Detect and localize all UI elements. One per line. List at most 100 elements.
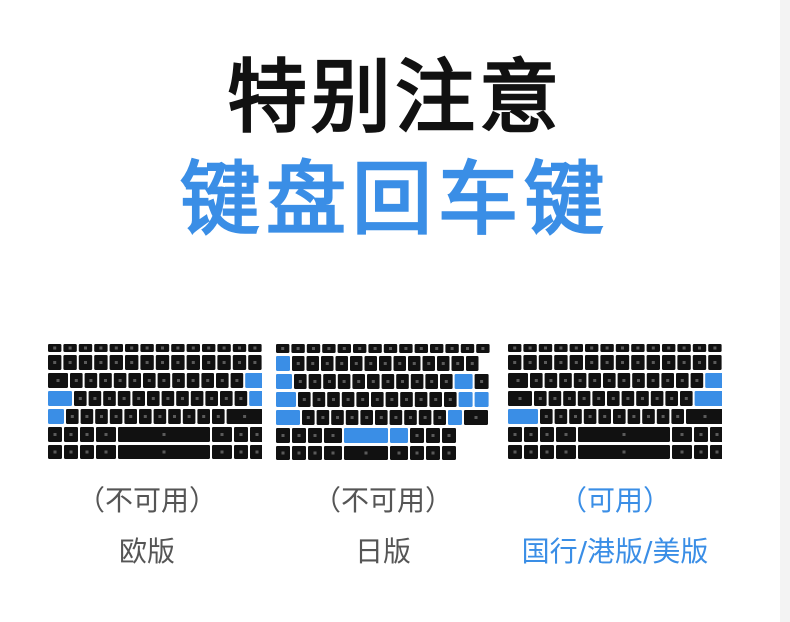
key-legend-mark [78,397,82,400]
highlighted-key-3-12 [694,391,722,406]
key-legend-mark [371,380,375,383]
key-legend-mark [181,397,184,400]
key-legend-mark [69,433,73,436]
key-legend-mark [441,362,445,365]
key-legend-mark [281,434,285,437]
key-legend-mark [187,415,191,418]
key-legend-mark [513,450,517,454]
key-legend-mark [715,433,719,436]
key-legend-mark [224,397,228,400]
key-legend-mark [281,451,285,455]
key-legend-mark [651,361,655,364]
key-legend-mark [53,346,57,350]
key-legend-mark [438,416,442,419]
key-legend-mark [699,433,703,436]
keyboard-jp-layout [276,344,490,462]
key-legend-mark [593,379,597,382]
key-legend-mark [605,346,609,350]
key-legend-mark [544,346,547,350]
key-legend-mark [398,362,402,365]
key-legend-mark [114,346,118,350]
key-legend-mark [297,451,301,455]
key-legend-mark [447,451,451,455]
key-legend-mark [364,451,368,455]
key-legend-mark [354,362,358,365]
key-legend-mark [588,415,592,418]
key-legend-mark [207,361,211,364]
key-legend-mark [361,398,365,401]
key-legend-mark [412,362,416,365]
key-legend-mark [70,415,74,418]
key-legend-mark [415,380,419,383]
key-legend-mark [176,346,180,350]
key-legend-mark [423,416,427,419]
highlighted-key-4-0 [276,410,300,425]
key-legend-mark [559,415,563,418]
key-legend-mark [129,415,133,418]
key-legend-mark [611,397,615,400]
key-legend-mark [605,361,609,364]
key-legend-mark [207,346,211,350]
key-legend-mark [162,450,166,454]
key-legend-mark [53,450,57,454]
key-legend-mark [104,379,107,382]
key-legend-mark [651,379,655,382]
highlighted-key-4-0 [508,409,538,424]
key-legend-mark [173,415,176,418]
highlighted-key-3-13 [249,391,262,406]
key-legend-mark [434,398,438,401]
key-legend-mark [238,361,241,364]
key-legend-mark [430,380,434,383]
page-edge-strip [780,0,790,622]
key-legend-mark [210,397,214,400]
key-legend-mark [99,361,103,364]
key-legend-mark [255,450,259,454]
key-legend-mark [597,397,601,400]
key-legend-mark [513,361,517,364]
key-legend-mark [53,433,57,436]
key-legend-mark [104,450,108,454]
key-legend-mark [626,397,630,400]
key-legend-mark [243,415,247,418]
key-legend-mark [682,361,686,364]
key-legend-mark [151,397,155,400]
key-legend-mark [622,433,626,436]
key-legend-mark [564,450,568,454]
key-legend-mark [559,361,563,364]
jp-region-label: 日版 [354,535,411,568]
key-legend-mark [216,415,220,418]
key-legend-mark [176,361,180,364]
key-legend-mark [93,397,97,400]
key-legend-mark [655,397,659,400]
key-legend-mark [632,415,636,418]
key-legend-mark [74,379,78,382]
key-legend-mark [647,415,650,418]
key-legend-mark [53,361,57,364]
key-legend-mark [85,433,89,436]
key-legend-mark [69,450,73,454]
key-legend-mark [621,361,624,364]
key-legend-mark [239,397,243,400]
key-legend-mark [415,451,419,455]
key-legend-mark [369,362,373,365]
highlighted-key-3-12 [458,392,473,407]
key-legend-mark [444,380,448,383]
key-legend-mark [331,451,335,455]
key-legend-mark [386,380,390,383]
key-legend-mark [84,346,87,350]
keyboard-eu-layout [48,344,262,462]
key-legend-mark [544,415,548,418]
key-legend-mark [68,361,72,364]
key-legend-mark [130,361,134,364]
key-legend-mark [448,398,452,401]
key-legend-mark [340,362,344,365]
key-legend-mark [108,397,111,400]
key-legend-mark [202,415,206,418]
key-legend-mark [481,347,485,350]
key-legend-mark [636,361,640,364]
key-legend-mark [296,362,300,365]
key-legend-mark [255,433,259,436]
key-legend-mark [590,361,594,364]
eu-region-label: 欧版 [118,535,175,568]
key-legend-mark [383,362,387,365]
